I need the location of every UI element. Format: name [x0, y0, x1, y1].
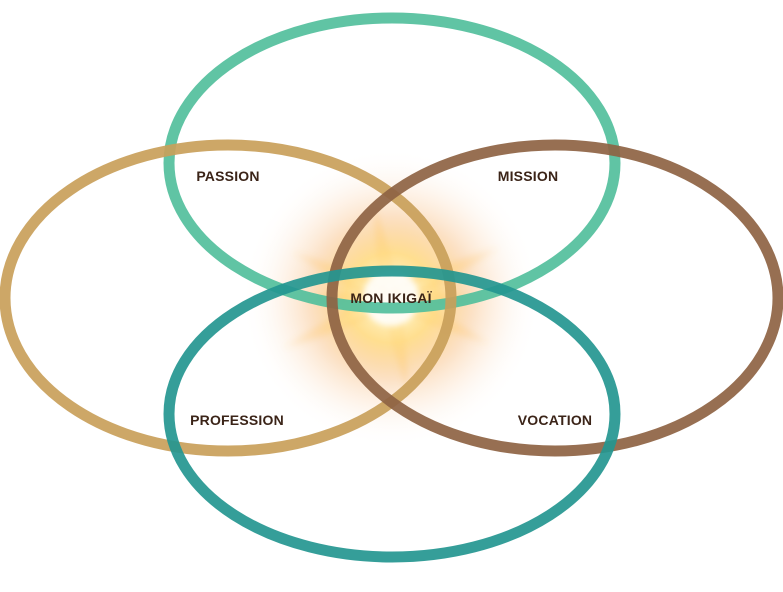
passion-label: PASSION — [196, 168, 259, 184]
mission-vocation-circle — [326, 139, 783, 457]
ikigai-center-label: MON IKIGAÏ — [350, 290, 432, 306]
mission-label: MISSION — [498, 168, 559, 184]
passion-profession-circle — [0, 139, 457, 457]
passion-mission-circle — [163, 12, 621, 314]
vocation-label: VOCATION — [518, 412, 592, 428]
profession-label: PROFESSION — [190, 412, 284, 428]
profession-vocation-circle — [163, 265, 621, 563]
